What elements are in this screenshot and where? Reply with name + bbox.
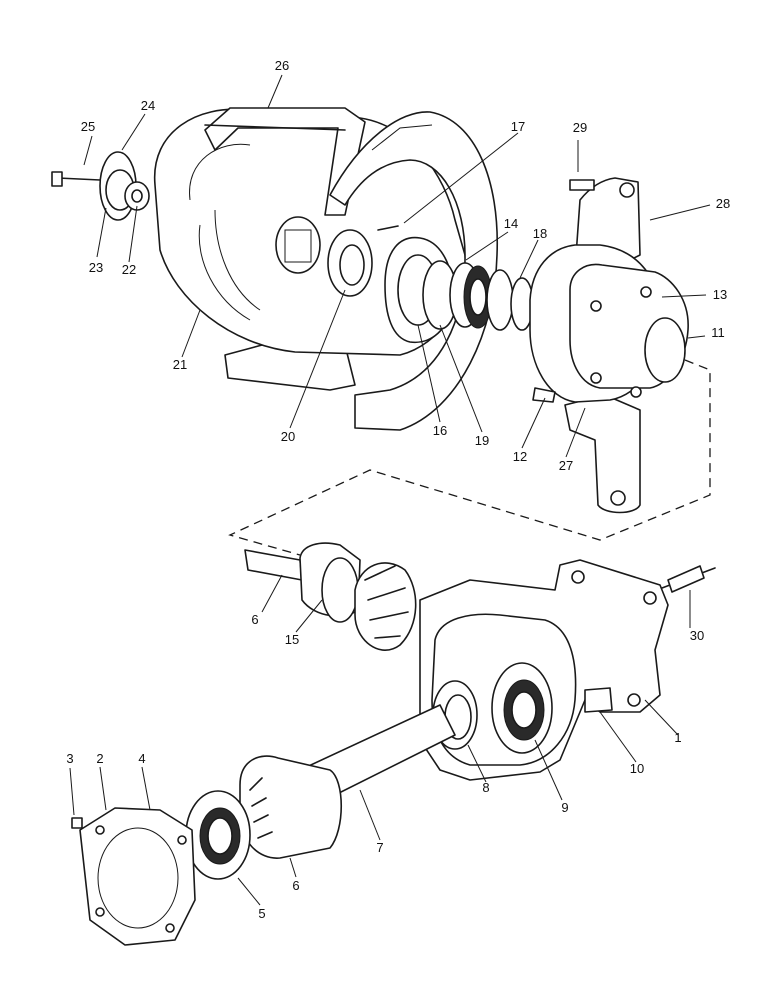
- bearing-stack: [377, 225, 534, 344]
- callout-17: 17: [511, 119, 525, 134]
- callout-16: 16: [433, 423, 447, 438]
- cover-plate: [71, 807, 196, 946]
- callout-9: 9: [561, 800, 568, 815]
- gearbox-housing: [419, 559, 716, 781]
- callout-24: 24: [141, 98, 155, 113]
- callout-12: 12: [513, 449, 527, 464]
- callout-5: 5: [258, 906, 265, 921]
- callout-23: 23: [89, 260, 103, 275]
- callout-25: 25: [81, 119, 95, 134]
- bracket-assembly: [529, 177, 689, 514]
- callout-11: 11: [711, 325, 725, 340]
- callout-6b: 6: [292, 878, 299, 893]
- alignment-dashed-line: [228, 359, 711, 556]
- callout-19: 19: [475, 433, 489, 448]
- seal-part: [327, 229, 373, 297]
- callout-6a: 6: [251, 612, 258, 627]
- callout-18: 18: [533, 226, 547, 241]
- callout-7: 7: [376, 840, 383, 855]
- callout-3: 3: [66, 751, 73, 766]
- callout-27: 27: [559, 458, 573, 473]
- callout-13: 13: [713, 287, 727, 302]
- left-top-fittings: [51, 151, 150, 221]
- callout-21: 21: [173, 357, 187, 372]
- callout-26: 26: [275, 58, 289, 73]
- callout-1: 1: [674, 730, 681, 745]
- callout-4: 4: [138, 751, 145, 766]
- leader-lines: [69, 74, 711, 906]
- callout-2: 2: [96, 751, 103, 766]
- callout-29: 29: [573, 120, 587, 135]
- callout-10: 10: [630, 761, 644, 776]
- callout-30: 30: [690, 628, 704, 643]
- callout-15: 15: [285, 632, 299, 647]
- lower-shaft-gear: [185, 704, 456, 880]
- callout-28: 28: [716, 196, 730, 211]
- pinion-shaft: [244, 542, 417, 651]
- callout-22: 22: [122, 262, 136, 277]
- callout-8: 8: [482, 780, 489, 795]
- callout-14: 14: [504, 216, 518, 231]
- callout-20: 20: [281, 429, 295, 444]
- callout-labels: 1 2 3 4 5 6 6 7 8 9 10 11 12 13 14 15 16…: [66, 58, 730, 921]
